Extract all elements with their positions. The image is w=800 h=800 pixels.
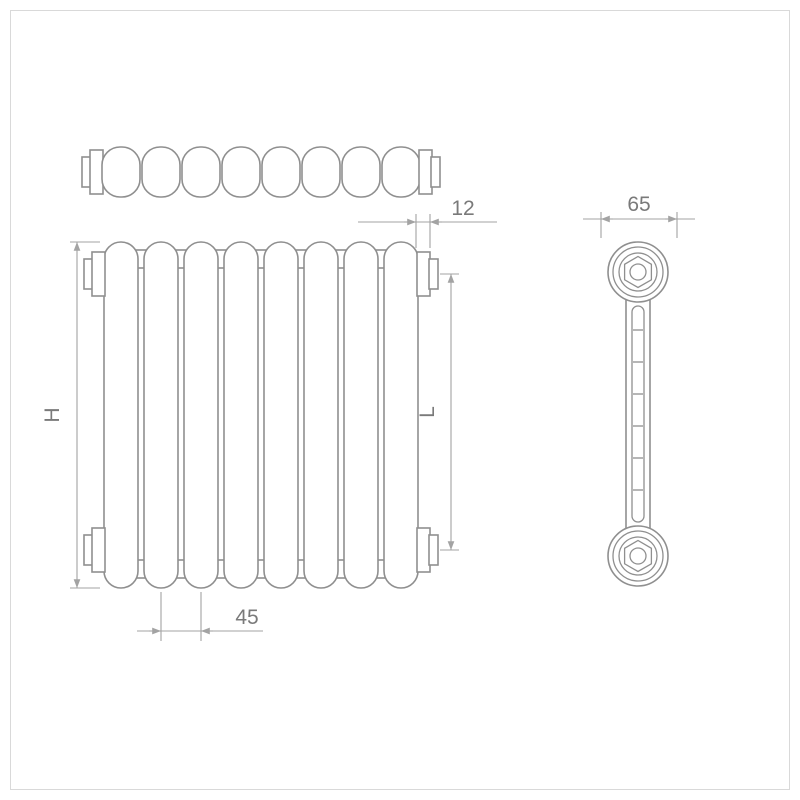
fitting-bottom-left [83,527,106,573]
plan-sections [101,146,421,198]
dimension-section-pitch: 45 [137,592,263,641]
dim-label-tapping: L [416,406,439,418]
side-fitting-top [607,241,669,303]
plan-cap-right [418,149,441,195]
dimension-depth: 65 [583,193,695,238]
hex-nut-bottom [623,539,653,573]
dim-label-height: H [41,407,64,422]
front-view [83,241,439,589]
fitting-bottom-right [416,527,439,573]
fitting-top-left [83,251,106,297]
dimensions: H L 12 45 [41,193,695,641]
top-view [81,146,441,198]
dim-label-section-pitch: 45 [235,606,258,629]
side-fitting-bottom [607,525,669,587]
side-body-ticks [633,329,643,491]
hex-nut-top [623,255,653,289]
side-view [607,241,669,587]
fitting-top-right [416,251,439,297]
plan-cap-left [81,149,104,195]
dimension-top-offset: 12 [358,197,497,248]
side-body-inner [631,305,645,523]
dimension-tapping-distance: L [416,273,459,551]
dim-label-top-offset: 12 [451,197,474,220]
dimension-height: H [41,241,100,589]
dim-label-depth: 65 [627,193,650,216]
front-tubes [103,241,419,589]
